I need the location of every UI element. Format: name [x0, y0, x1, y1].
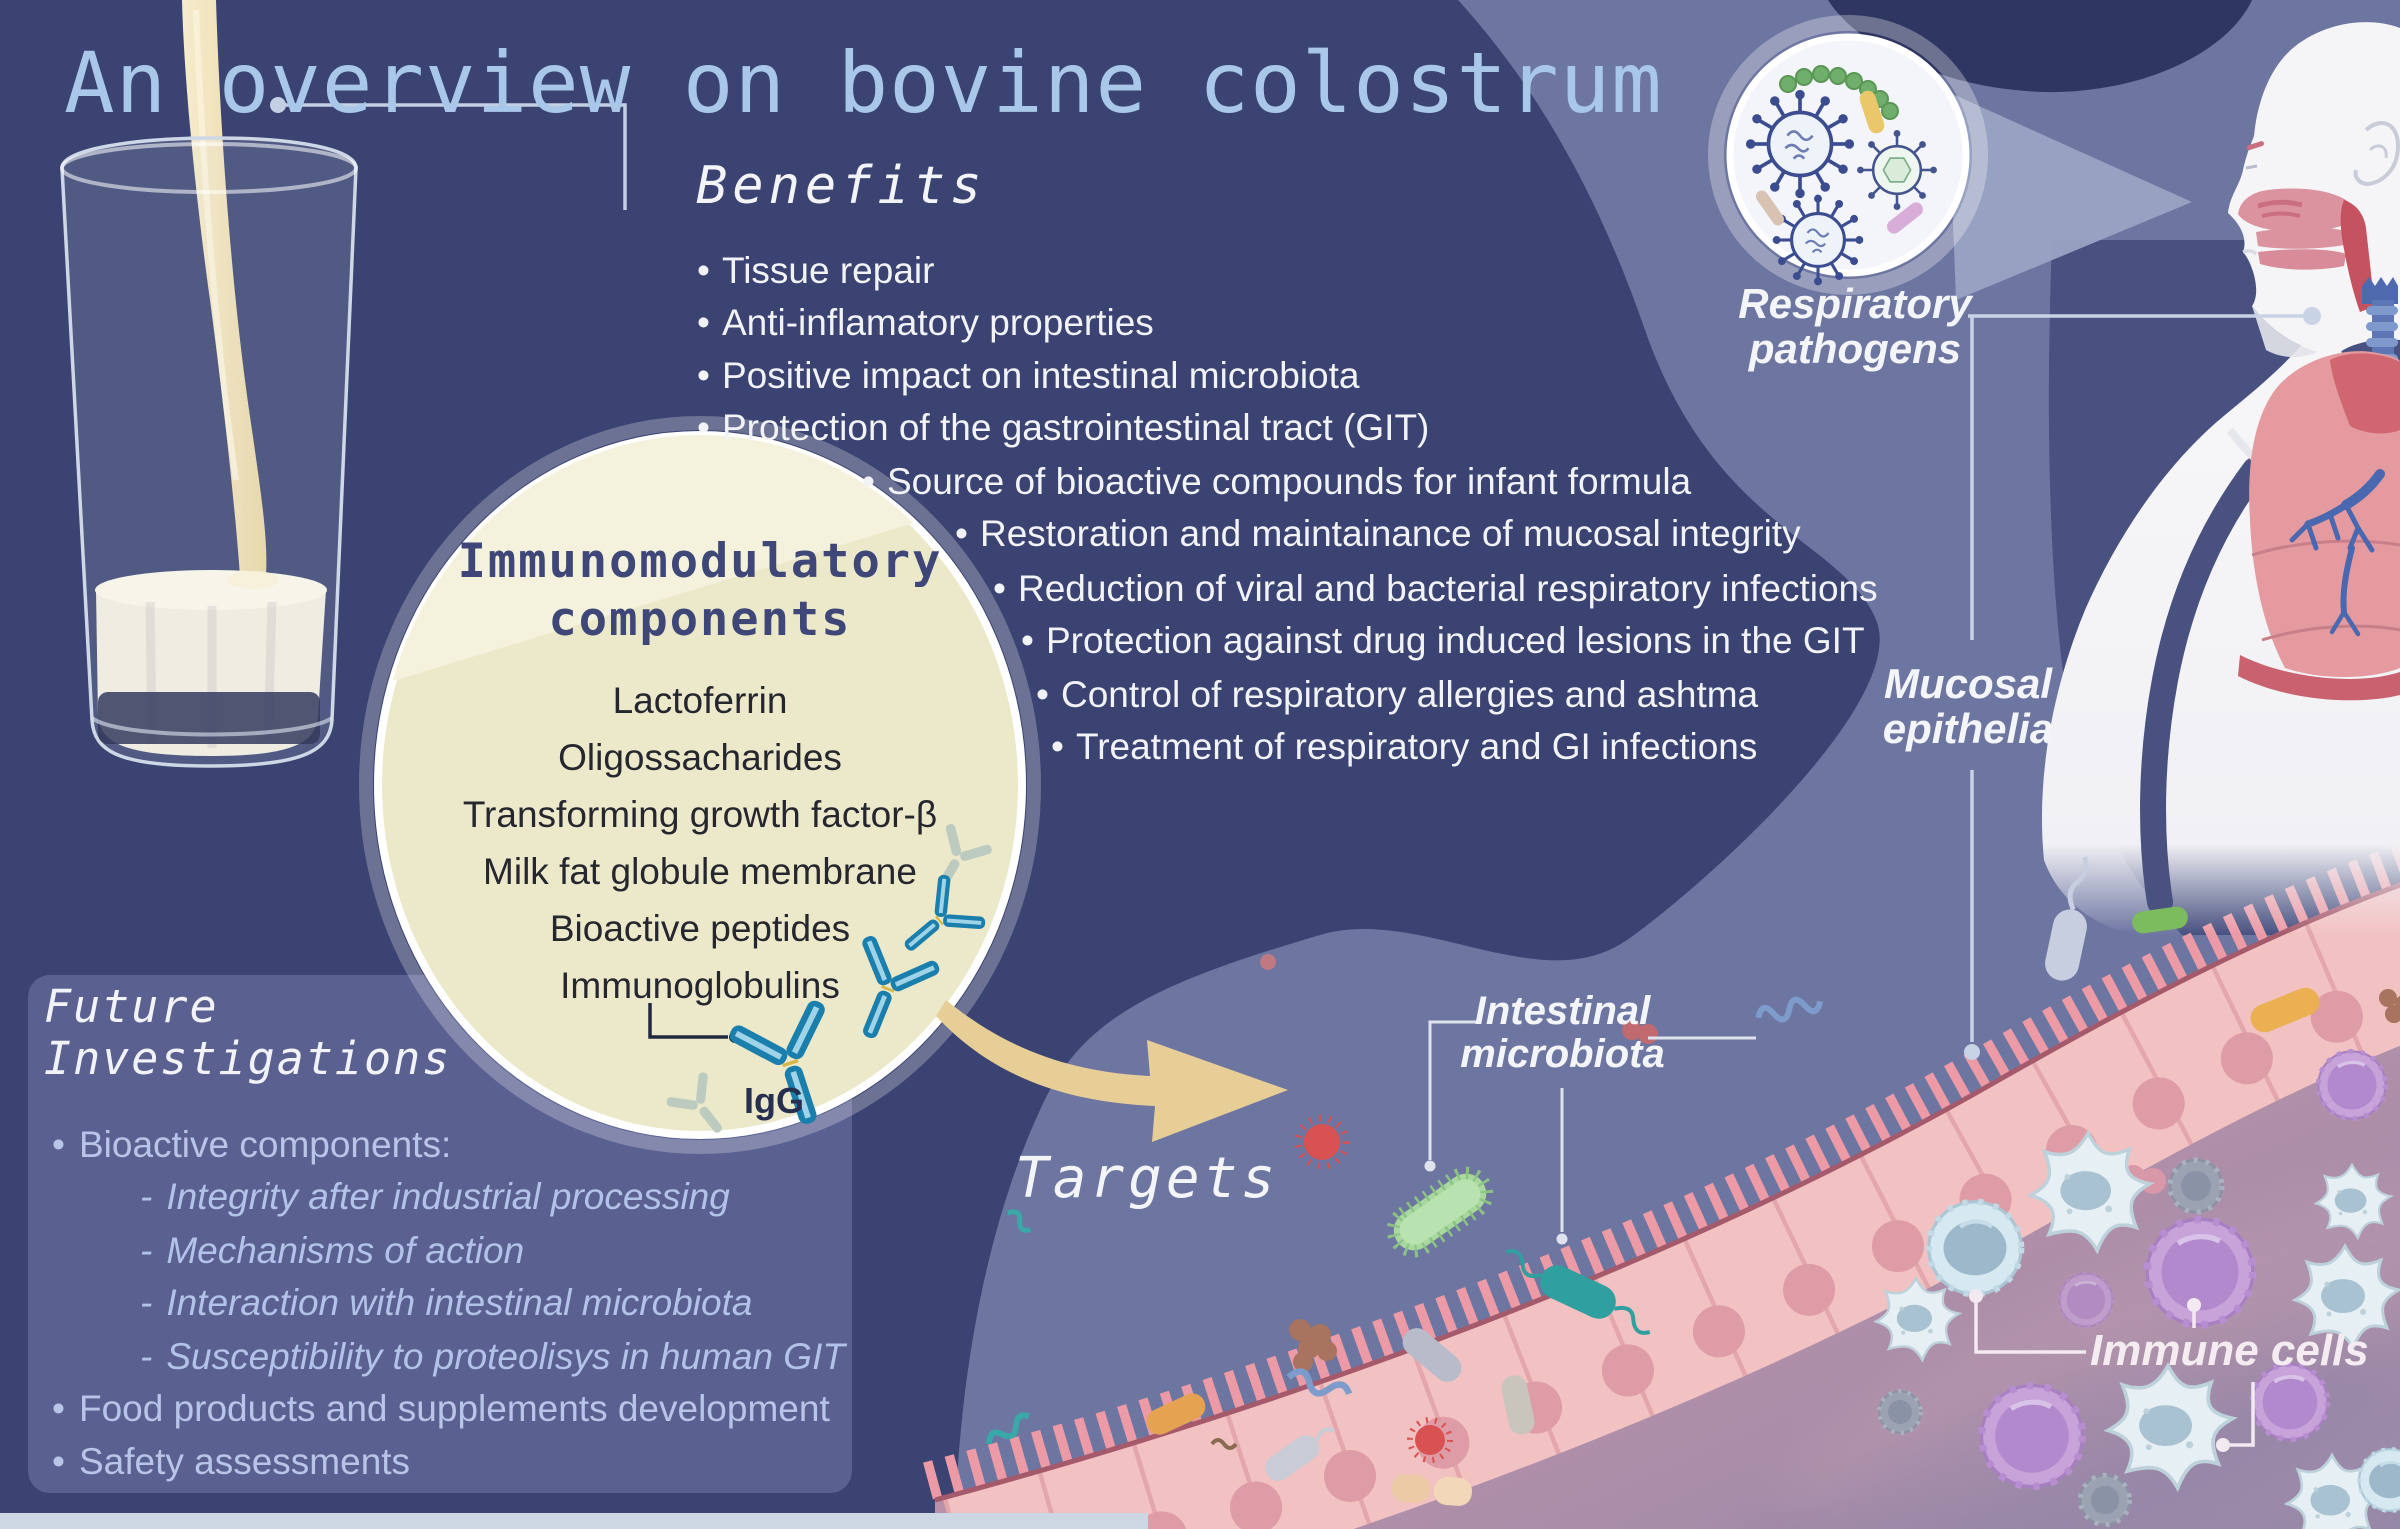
- circle-item: Lactoferrin: [612, 680, 788, 721]
- bacteria-icon: [1501, 1375, 1535, 1435]
- respiratory-pathogens-bubble: [1708, 15, 1988, 295]
- bacteria-icon: [1505, 1249, 1651, 1335]
- bacteria-icon: [2132, 906, 2188, 934]
- bacteria-icon: [1289, 1319, 1337, 1372]
- list-item: •Protection of the gastrointestinal trac…: [697, 407, 1430, 448]
- immune-cell-icon: [2253, 1365, 2328, 1440]
- bacteria-icon: [1859, 90, 1885, 134]
- immune-cell-icon: [2147, 1219, 2253, 1325]
- intestinal-microbiota-label: Intestinal microbiota: [1460, 989, 1665, 1076]
- immune-cell-icon: [1929, 1202, 2021, 1294]
- igg-antibody-group: [648, 819, 997, 1149]
- circle-heading-line1: Immunomodulatory: [457, 534, 943, 589]
- connector-mucosal-epithelia: [1964, 770, 1980, 1060]
- bacteria-icon: [2379, 989, 2400, 1023]
- future-heading-line1: Future: [44, 980, 219, 1033]
- circle-item: Immunoglobulins: [560, 965, 840, 1006]
- mucosal-epithelia-label: Mucosal epithelia: [1882, 660, 2054, 752]
- circle-heading-line2: components: [548, 592, 852, 647]
- list-item: -Susceptibility to proteolisys in human …: [140, 1336, 845, 1377]
- circle-item: Milk fat globule membrane: [483, 851, 917, 892]
- human-respiratory-icon: [2041, 22, 2400, 935]
- list-item: •Control of respiratory allergies and as…: [1036, 674, 1759, 715]
- connector-milk-to-benefits: [270, 97, 627, 210]
- list-item: -Integrity after industrial processing: [140, 1176, 730, 1217]
- virus-icon: [1407, 1417, 1453, 1463]
- list-item: -Mechanisms of action: [140, 1230, 525, 1271]
- immune-cell-icon: [2057, 1271, 2115, 1329]
- targets-heading: Targets: [1015, 1146, 1280, 1211]
- future-heading-line2: Investigations: [44, 1032, 452, 1085]
- bacteria-icon: [1755, 996, 1824, 1023]
- bacteria-icon: [1386, 1166, 1494, 1258]
- list-item: •Treatment of respiratory and GI infecti…: [1051, 726, 1758, 767]
- bacteria-icon: [1755, 190, 1785, 226]
- list-item: •Reduction of viral and bacterial respir…: [993, 568, 1878, 609]
- list-item: -Interaction with intestinal microbiota: [140, 1282, 753, 1323]
- light-beam: [1948, 92, 2192, 300]
- list-item: •Protection against drug induced lesions…: [1021, 620, 1865, 661]
- bacteria-icon: [986, 1412, 1030, 1445]
- bacteria-icon: [2045, 856, 2089, 981]
- bacteria-icon: [1265, 1427, 1336, 1481]
- bottom-strip: [0, 1513, 1148, 1529]
- bacteria-icon: [1210, 1438, 1238, 1450]
- bacteria-icon: [1146, 1393, 1206, 1435]
- curved-arrow-icon: [936, 1000, 1288, 1142]
- immune-cell-icon: [2318, 1051, 2385, 1118]
- virus-icon: [1294, 1114, 1350, 1170]
- bacteria-icon: [1286, 1368, 1353, 1397]
- main-title: An overview on bovine colostrum: [64, 34, 1663, 132]
- bacteria-icon: [1006, 1209, 1032, 1233]
- immune-cell-icon: [2080, 1475, 2129, 1524]
- immune-cell-icon: [2170, 1160, 2222, 1212]
- circle-item: Oligossacharides: [558, 737, 842, 778]
- connector-immune-cells: [1969, 1289, 2255, 1452]
- benefits-heading: Benefits: [696, 156, 987, 216]
- immune-cell-icon: [1982, 1386, 2083, 1487]
- list-item: •Food products and supplements developme…: [52, 1388, 830, 1429]
- igg-label: IgG: [744, 1080, 804, 1121]
- bacteria-icon: [1402, 1328, 1462, 1382]
- immune-cell-icon: [1879, 1391, 1921, 1433]
- bacteria-icon: [2250, 987, 2320, 1033]
- list-item: •Tissue repair: [697, 250, 935, 291]
- immune-cell-icon: [2359, 1449, 2400, 1511]
- respiratory-pathogens-label: Respiratory pathogens: [1738, 280, 1972, 372]
- connector-respiratory-pathogens: [1968, 307, 2321, 640]
- list-item: •Positive impact on intestinal microbiot…: [697, 355, 1360, 396]
- circle-item: Transforming growth factor-β: [462, 794, 938, 835]
- list-item: •Safety assessments: [52, 1441, 411, 1482]
- list-item: •Restoration and maintainance of mucosal…: [955, 513, 1801, 554]
- list-item: •Source of bioactive compounds for infan…: [862, 461, 1692, 502]
- list-item: •Bioactive components:: [52, 1124, 452, 1165]
- list-item: •Anti-inflamatory properties: [697, 302, 1154, 343]
- circle-item: Bioactive peptides: [549, 908, 851, 949]
- bacteria-icon: [1391, 1474, 1473, 1506]
- connector-intestinal-microbiota: [1424, 1020, 1756, 1245]
- bacteria-icon: [1260, 954, 1276, 970]
- dark-top-blob: [1828, 0, 2252, 93]
- milk-glass-icon: [60, 0, 358, 768]
- immune-cells-label: Immune cells: [2090, 1326, 2369, 1375]
- bacteria-icon: [1886, 202, 1924, 234]
